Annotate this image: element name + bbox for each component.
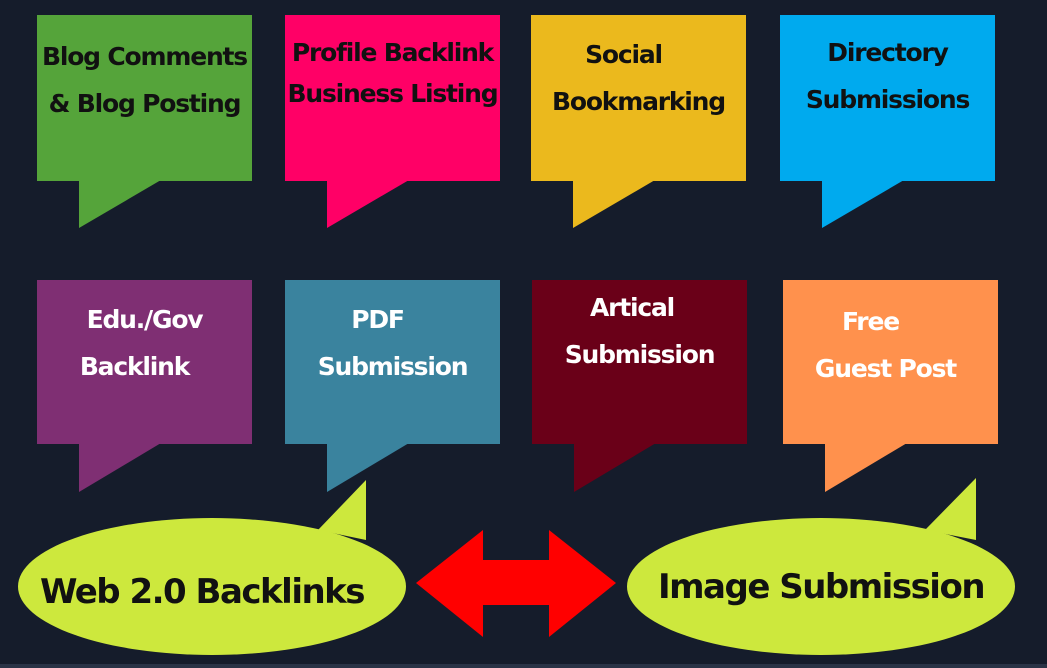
bubble-web20-backlinks: Web 2.0 Backlinks [18,518,406,655]
bubble-label: Image Submission [657,566,986,607]
bubble-label: Web 2.0 Backlinks [39,571,366,612]
card-edu-gov-backlink: Edu./Gov Backlink [37,280,252,495]
card-line: Edu./Gov [86,305,204,334]
card-line: Social [585,40,663,69]
bubble-image-submission: Image Submission [627,518,1015,655]
card-pdf-submission: PDF Submission [285,280,500,495]
card-line: Guest Post [814,354,957,383]
card-line: Free [842,307,900,336]
card-line: PDF [351,305,405,334]
card-directory-submissions: Directory Submissions [780,15,995,230]
card-social-bookmarking: Social Bookmarking [531,15,746,230]
card-profile-backlink: Profile Backlink Business Listing [285,15,500,230]
card-blog-comments: Blog Comments & Blog Posting [37,15,252,230]
card-line: & Blog Posting [48,89,242,118]
card-line: Backlink [79,352,191,381]
card-free-guest-post: Free Guest Post [783,280,998,495]
card-artical-submission: Artical Submission [532,280,747,495]
card-line: Artical [589,293,675,322]
card-line: Business Listing [287,79,499,108]
card-line: Profile Backlink [291,38,494,67]
card-line: Submission [317,352,469,381]
card-line: Bookmarking [552,87,726,116]
card-line: Submission [564,340,716,369]
card-line: Blog Comments [41,42,248,71]
card-line: Directory [827,38,949,67]
card-line: Submissions [805,85,971,114]
bottom-border [0,664,1047,668]
